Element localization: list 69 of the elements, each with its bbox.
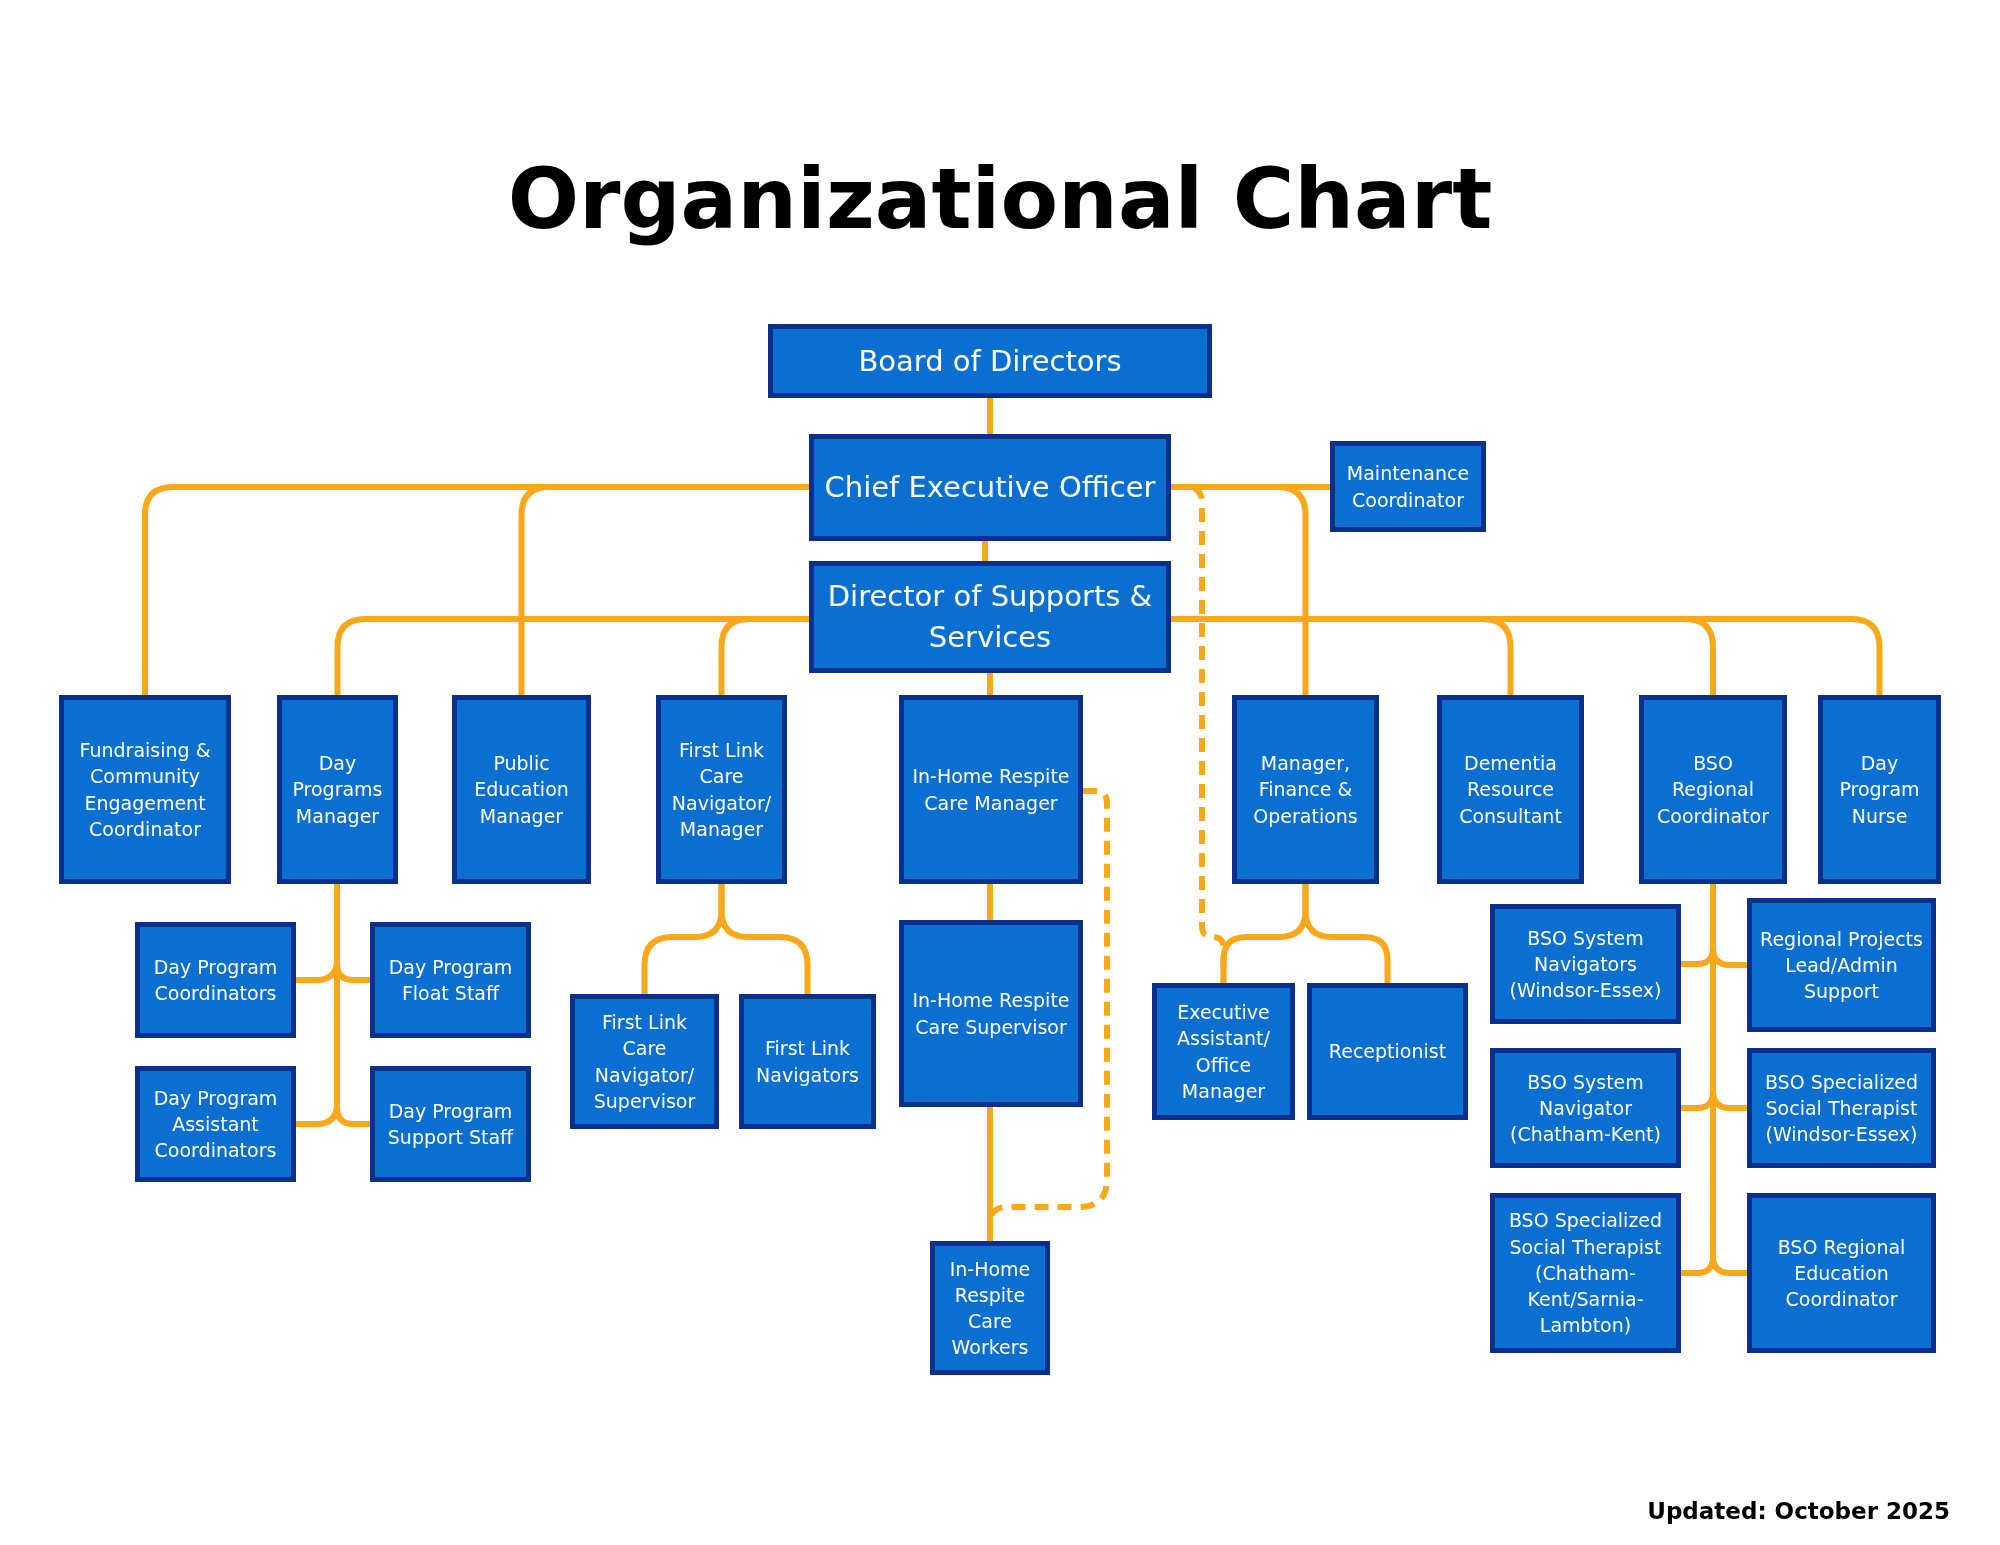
role-title: Day Program Assistant Coordinators — [152, 1085, 279, 1164]
role-title: Day Program Float Staff — [387, 954, 514, 1006]
role-box — [1490, 904, 1681, 1024]
connector-line — [987, 673, 993, 695]
role-title: First Link Care Navigator/ Supervisor — [592, 1010, 697, 1114]
role-title: Day Program Nurse — [1838, 751, 1921, 829]
role-title: Manager, Finance & Operations — [1252, 751, 1359, 829]
role-title: Dementia Resource Consultant — [1458, 751, 1563, 829]
role-box — [899, 695, 1083, 884]
role-title: BSO Regional Coordinator — [1656, 751, 1770, 829]
role-box — [1639, 695, 1787, 884]
role-box — [739, 994, 876, 1129]
role-box — [1747, 1193, 1936, 1353]
role-box — [1818, 695, 1941, 884]
role-box — [1437, 695, 1584, 884]
connector-line — [987, 398, 993, 434]
role-title: Maintenance Coordinator — [1345, 461, 1471, 513]
role-title: First Link Navigators — [755, 1036, 860, 1088]
connector-line — [1302, 884, 1391, 983]
role-box — [809, 434, 1171, 541]
role-box — [1152, 983, 1295, 1120]
role-title: In-Home Respite Care Workers — [948, 1256, 1032, 1361]
role-box — [452, 695, 591, 884]
role-title: Chief Executive Officer — [824, 469, 1156, 507]
role-box — [899, 920, 1083, 1107]
role-box — [570, 994, 719, 1129]
role-box — [1307, 983, 1468, 1120]
role-box — [656, 695, 787, 884]
role-box — [809, 561, 1171, 673]
role-box — [1490, 1048, 1681, 1168]
role-box — [370, 922, 531, 1038]
role-title: BSO Specialized Social Therapist (Chatham-Kent/Sarnia-Lambton) — [1507, 1208, 1664, 1339]
role-box — [277, 695, 398, 884]
role-box — [59, 695, 231, 884]
role-title: Public Education Manager — [473, 751, 570, 829]
role-title: BSO System Navigator (Chatham-Kent) — [1509, 1069, 1662, 1148]
role-title: Executive Assistant/ Office Manager — [1176, 1000, 1271, 1104]
role-title: Director of Supports & Services — [826, 578, 1154, 656]
role-box — [370, 1066, 531, 1182]
role-title: Day Program Support Staff — [386, 1098, 515, 1150]
role-title: Day Programs Manager — [291, 751, 384, 829]
role-title: Receptionist — [1328, 1039, 1447, 1065]
role-title: Board of Directors — [858, 342, 1122, 380]
connector-line — [718, 616, 809, 695]
role-title: In-Home Respite Care Supervisor — [911, 988, 1071, 1040]
role-title: BSO System Navigators (Windsor-Essex) — [1508, 925, 1663, 1004]
role-title: BSO Regional Education Coordinator — [1776, 1234, 1907, 1313]
role-box — [1330, 441, 1486, 532]
role-title: Day Program Coordinators — [152, 954, 279, 1006]
connector-line — [518, 484, 809, 695]
role-title: Regional Projects Lead/Admin Support — [1759, 926, 1924, 1005]
role-title: Fundraising & Community Engagement Coordinator — [78, 738, 212, 842]
role-box — [768, 324, 1212, 398]
role-box — [1747, 898, 1936, 1032]
role-box — [1232, 695, 1379, 884]
role-box — [930, 1241, 1050, 1375]
connector-line — [982, 541, 988, 561]
role-box — [135, 922, 296, 1038]
connector-line — [718, 884, 811, 994]
chart-title: Organizational Chart — [506, 150, 1494, 248]
role-title: BSO Specialized Social Therapist (Windsor-Essex) — [1763, 1069, 1920, 1148]
role-box — [135, 1066, 296, 1182]
role-title: First Link Care Navigator/ Manager — [670, 738, 773, 842]
connector-line — [987, 884, 993, 920]
role-box — [1747, 1048, 1936, 1168]
update-note: Updated: October 2025 — [1646, 1498, 1950, 1524]
role-box — [1490, 1193, 1681, 1353]
role-title: In-Home Respite Care Manager — [911, 764, 1071, 816]
connector-line — [987, 1107, 993, 1241]
